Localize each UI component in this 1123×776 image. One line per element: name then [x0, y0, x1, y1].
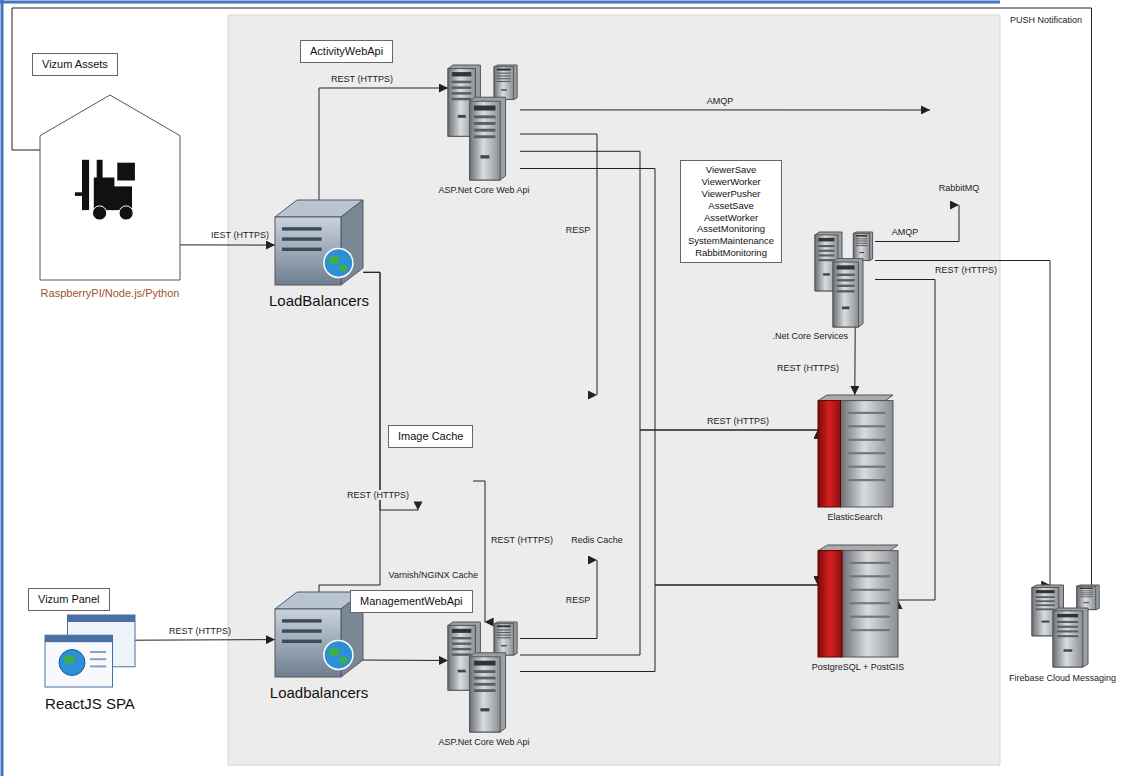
node-caption: RaspberryPI/Node.js/Python [41, 287, 180, 300]
service-node: Image CacheVarnish/NGINX Cache [418, 460, 473, 565]
connector-line [854, 327, 855, 395]
database-rack-icon [818, 395, 893, 507]
server-group-icon [448, 622, 520, 732]
node-caption: Loadbalancers [270, 684, 368, 702]
protocol-label: AMQP [892, 227, 919, 238]
service-node: Vizum AssetsRaspberryPI/Node.js/Python [40, 95, 180, 280]
protocol-label: REST (HTTPS) [935, 265, 997, 276]
protocol-label: PUSH Notification [1010, 15, 1082, 26]
name-callout: ViewerSave ViewerWorker ViewerPusher Ass… [680, 160, 782, 263]
protocol-label: REST (HTTPS) [331, 74, 393, 85]
frame-line [1, 0, 4, 776]
server-group-icon [1032, 585, 1102, 667]
node-caption: Varnish/NGINX Cache [389, 570, 478, 581]
node-caption: PostgreSQL + PostGIS [812, 662, 904, 673]
connector-line [363, 272, 418, 510]
node-caption: Redis Cache [569, 535, 625, 546]
service-node: ElasticSearch [818, 395, 893, 507]
connector-line [12, 8, 1092, 585]
connector-line [473, 481, 485, 622]
connector-line [319, 88, 448, 200]
protocol-label: REST (HTTPS) [345, 490, 411, 501]
protocol-label: REST (HTTPS) [707, 416, 769, 427]
connector-line [319, 272, 380, 592]
service-node: Vizum PanelReactJS SPA [45, 615, 135, 687]
server-group-icon [815, 232, 875, 327]
name-callout: Vizum Panel [28, 588, 110, 611]
protocol-label: REST (HTTPS) [169, 626, 231, 637]
node-caption: LoadBalancers [269, 292, 369, 310]
node-caption: ASP.Net Core Web Api [438, 185, 529, 196]
frame-line [0, 1, 1000, 4]
server-group-icon [448, 65, 520, 180]
connector-line [180, 244, 275, 245]
connector-line [520, 585, 818, 672]
node-caption: Firebase Cloud Messaging [1009, 673, 1116, 684]
protocol-label: REST (HTTPS) [777, 363, 839, 374]
site-house-icon [40, 95, 180, 280]
connector-line [520, 560, 597, 639]
protocol-label: RESP [566, 595, 591, 606]
connector-line [875, 261, 1050, 586]
node-caption: RabbitMQ [937, 183, 982, 194]
service-node: ManagementWebApiASP.Net Core Web Api [448, 622, 520, 732]
server-icon [418, 460, 473, 565]
service-node: Firebase Cloud Messaging [1032, 585, 1102, 667]
connector-line [363, 660, 448, 662]
service-node: Redis Cache [569, 395, 625, 560]
connector-line [520, 430, 818, 655]
service-node: PostgreSQL + PostGIS [818, 545, 898, 657]
server-region [228, 15, 1000, 765]
name-callout: ManagementWebApi [350, 590, 473, 613]
service-node: RabbitMQ [930, 95, 988, 205]
protocol-label: RESP [566, 225, 591, 236]
node-caption: ElasticSearch [828, 512, 883, 523]
protocol-label: IEST (HTTPS) [211, 230, 269, 241]
connector-line [135, 639, 275, 641]
service-node: ViewerSave ViewerWorker ViewerPusher Ass… [815, 232, 875, 327]
name-callout: Image Cache [388, 425, 473, 448]
connector-line [520, 151, 818, 430]
protocol-label: REST (HTTPS) [491, 535, 553, 546]
protocol-label: AMQP [707, 96, 734, 107]
node-caption: ASP.Net Core Web Api [438, 737, 529, 748]
connector-line [875, 205, 959, 242]
load-balancer-icon [275, 200, 363, 285]
name-callout: ActivityWebApi [300, 40, 393, 63]
database-rack-icon [818, 545, 898, 657]
service-node: LoadBalancers [275, 200, 363, 285]
name-callout: Vizum Assets [32, 53, 118, 76]
connector-line [520, 109, 930, 110]
node-caption: ReactJS SPA [45, 695, 135, 713]
service-node: ActivityWebApiASP.Net Core Web Api [448, 65, 520, 180]
node-caption: .Net Core Services [773, 331, 849, 342]
browser-icon [45, 615, 135, 687]
connector-line [520, 134, 597, 395]
